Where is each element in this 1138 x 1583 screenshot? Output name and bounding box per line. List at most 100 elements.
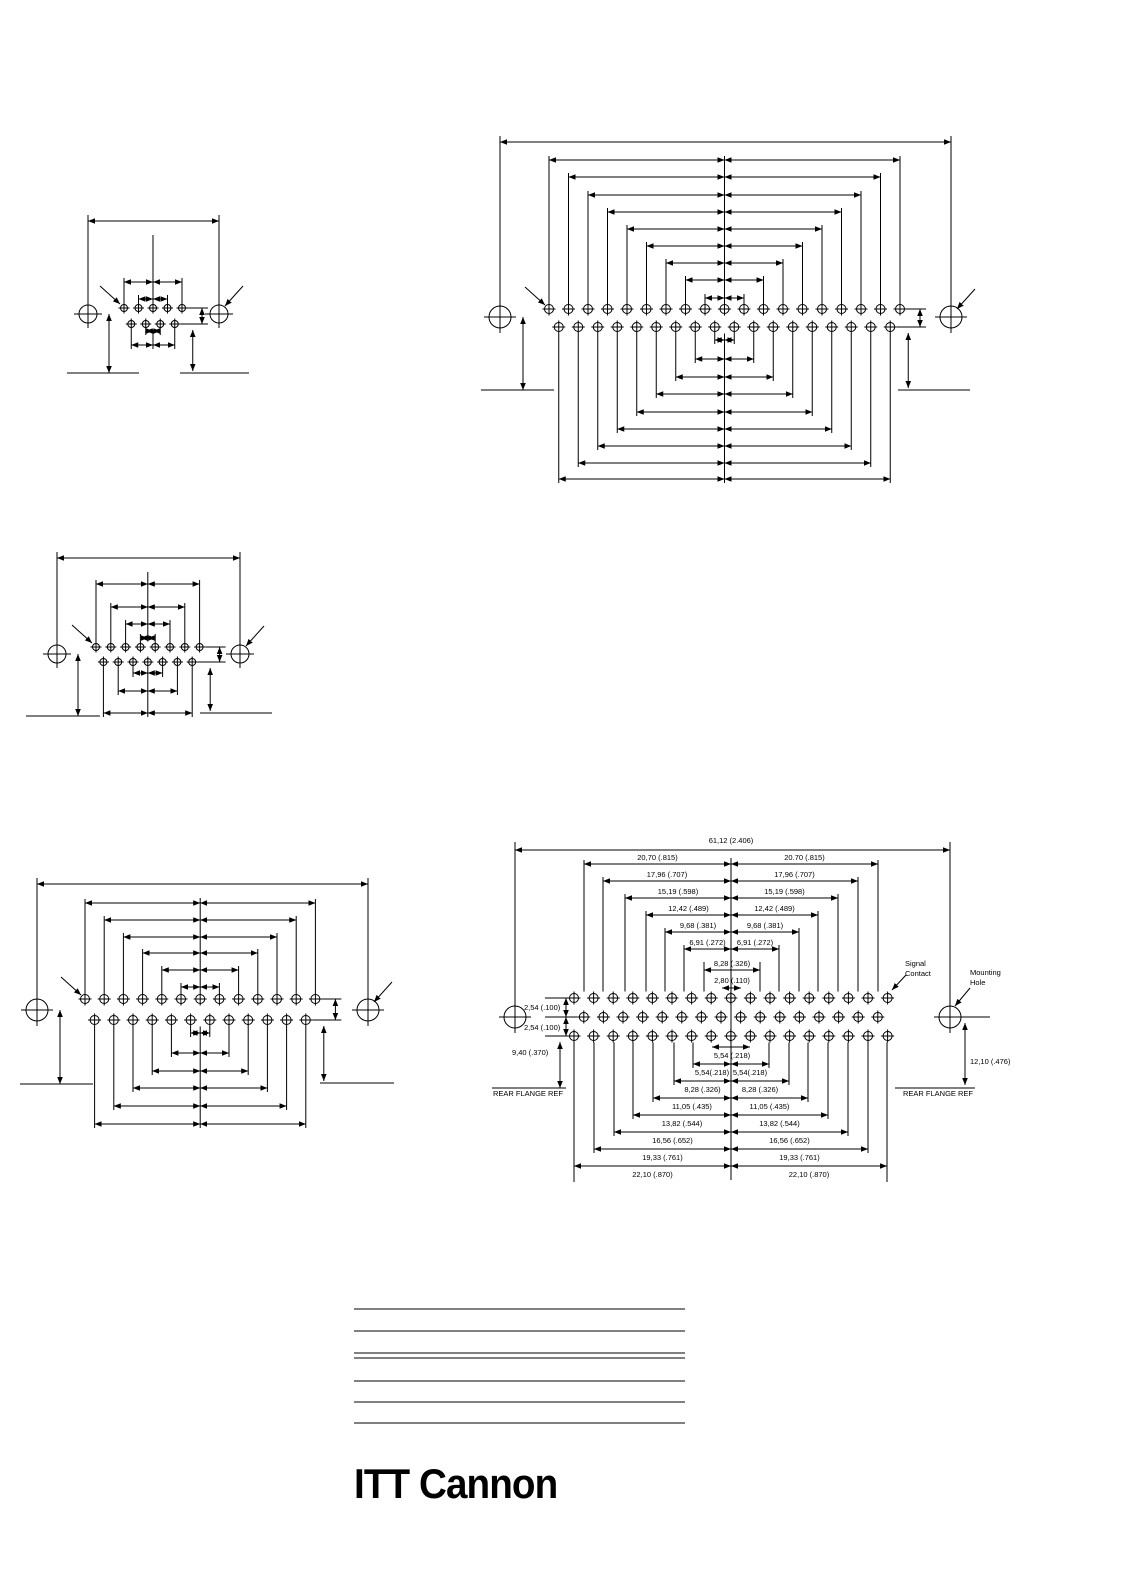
contact-crosshair-icon bbox=[665, 1029, 679, 1043]
itt-cannon-logo: ITT Cannon bbox=[354, 1460, 558, 1507]
contact-crosshair-icon bbox=[822, 991, 836, 1005]
dimension-arrow bbox=[524, 286, 546, 306]
contact-crosshair-icon bbox=[805, 320, 819, 334]
mounting-hole-icon bbox=[74, 300, 102, 328]
contact-crosshair-icon bbox=[825, 320, 839, 334]
contact-crosshair-icon bbox=[675, 1010, 689, 1024]
contact-crosshair-icon bbox=[142, 656, 154, 668]
contact-crosshair-icon bbox=[260, 1013, 274, 1027]
contact-crosshair-icon bbox=[626, 1029, 640, 1043]
dimension-label: 15,19 (.598) bbox=[764, 887, 805, 896]
mounting-hole-icon bbox=[205, 300, 233, 328]
mounting-hole-icon bbox=[484, 301, 516, 333]
contact-crosshair-icon bbox=[841, 991, 855, 1005]
overall-width-label: 61,12 (2.406) bbox=[709, 836, 754, 845]
dimension-label: 22,10 (.870) bbox=[632, 1170, 673, 1179]
contact-crosshair-icon bbox=[786, 320, 800, 334]
contact-crosshair-icon bbox=[193, 992, 207, 1006]
dimension-label: 5,54(.218) bbox=[695, 1068, 730, 1077]
mounting-hole-icon bbox=[352, 994, 384, 1026]
dimension-label: 13,82 (.544) bbox=[759, 1119, 800, 1128]
contact-crosshair-icon bbox=[97, 992, 111, 1006]
contact-crosshair-icon bbox=[714, 1010, 728, 1024]
contact-crosshair-icon bbox=[861, 1029, 875, 1043]
dimension-arrow bbox=[224, 285, 244, 307]
contact-crosshair-icon bbox=[577, 1010, 591, 1024]
dimension-arrow bbox=[373, 981, 393, 1003]
contact-crosshair-icon bbox=[308, 992, 322, 1006]
contact-crosshair-icon bbox=[164, 641, 176, 653]
contact-crosshair-icon bbox=[753, 1010, 767, 1024]
contact-crosshair-icon bbox=[655, 1010, 669, 1024]
dimension-label: 5,54(.218) bbox=[733, 1068, 768, 1077]
dimension-label: 12,42 (.489) bbox=[754, 904, 795, 913]
contact-crosshair-icon bbox=[783, 1029, 797, 1043]
signal-contact-label: Signal bbox=[905, 959, 926, 968]
dimension-label: 22,10 (.870) bbox=[789, 1170, 830, 1179]
contact-crosshair-icon bbox=[116, 992, 130, 1006]
contact-crosshair-icon bbox=[685, 991, 699, 1005]
contact-crosshair-icon bbox=[591, 320, 605, 334]
contact-crosshair-icon bbox=[251, 992, 265, 1006]
contact-crosshair-icon bbox=[841, 1029, 855, 1043]
contact-crosshair-icon bbox=[88, 1013, 102, 1027]
contact-crosshair-icon bbox=[822, 1029, 836, 1043]
contact-crosshair-icon bbox=[874, 302, 887, 316]
contact-crosshair-icon bbox=[289, 992, 303, 1006]
contact-crosshair-icon bbox=[222, 1013, 236, 1027]
contact-crosshair-icon bbox=[134, 641, 146, 653]
contact-crosshair-icon bbox=[552, 320, 566, 334]
offset-label: 12,10 (.476) bbox=[970, 1057, 1011, 1066]
contact-crosshair-icon bbox=[773, 1010, 787, 1024]
contact-crosshair-icon bbox=[567, 991, 581, 1005]
mounting-hole-icon bbox=[499, 1001, 531, 1033]
mounting-hole-icon bbox=[21, 994, 53, 1026]
contact-crosshair-icon bbox=[851, 1010, 865, 1024]
contact-crosshair-icon bbox=[155, 992, 169, 1006]
dimension-arrow bbox=[99, 285, 121, 305]
contact-crosshair-icon bbox=[125, 318, 137, 330]
dimension-label: 20.70 (.815) bbox=[784, 853, 825, 862]
contact-crosshair-icon bbox=[776, 302, 790, 316]
contact-crosshair-icon bbox=[747, 320, 761, 334]
dimension-label: 6,91 (.272) bbox=[737, 938, 774, 947]
contact-crosshair-icon bbox=[179, 641, 191, 653]
contact-crosshair-icon bbox=[162, 302, 173, 314]
contact-crosshair-icon bbox=[743, 991, 757, 1005]
dimension-label: 6,91 (.272) bbox=[689, 938, 726, 947]
contact-crosshair-icon bbox=[147, 302, 159, 314]
contact-crosshair-icon bbox=[174, 992, 188, 1006]
contact-crosshair-icon bbox=[620, 302, 634, 316]
contact-crosshair-icon bbox=[864, 320, 878, 334]
mounting-hole-label: Mounting bbox=[970, 968, 1001, 977]
contact-crosshair-icon bbox=[606, 1029, 620, 1043]
dimension-arrow bbox=[891, 974, 907, 991]
contact-crosshair-icon bbox=[757, 302, 770, 316]
contact-crosshair-icon bbox=[567, 1029, 581, 1043]
contact-crosshair-icon bbox=[626, 991, 640, 1005]
dimension-arrow bbox=[60, 976, 82, 996]
contact-crosshair-icon bbox=[169, 318, 181, 330]
rear-flange-label: REAR FLANGE REF bbox=[903, 1089, 973, 1098]
dimension-label: 9,68 (.381) bbox=[680, 921, 717, 930]
dimension-label: 9,68 (.381) bbox=[747, 921, 784, 930]
contact-crosshair-icon bbox=[171, 656, 183, 668]
contact-crosshair-icon bbox=[737, 302, 751, 316]
row-spacing-label: 2,54 (.100) bbox=[524, 1023, 561, 1032]
contact-crosshair-icon bbox=[299, 1013, 313, 1027]
contact-crosshair-icon bbox=[542, 302, 556, 316]
contact-crosshair-icon bbox=[105, 641, 117, 653]
contact-crosshair-icon bbox=[844, 320, 858, 334]
contact-crosshair-icon bbox=[241, 1013, 255, 1027]
contact-crosshair-icon bbox=[881, 1029, 895, 1043]
contact-crosshair-icon bbox=[734, 1010, 748, 1024]
dimension-label: 8,28 (.326) bbox=[742, 1085, 779, 1094]
dimension-label: 16,56 (.652) bbox=[769, 1136, 810, 1145]
contact-crosshair-icon bbox=[783, 991, 797, 1005]
contact-crosshair-icon bbox=[835, 302, 848, 316]
contact-crosshair-icon bbox=[78, 992, 92, 1006]
contact-crosshair-icon bbox=[133, 302, 144, 314]
contact-crosshair-icon bbox=[194, 641, 206, 653]
contact-crosshair-icon bbox=[176, 302, 188, 314]
